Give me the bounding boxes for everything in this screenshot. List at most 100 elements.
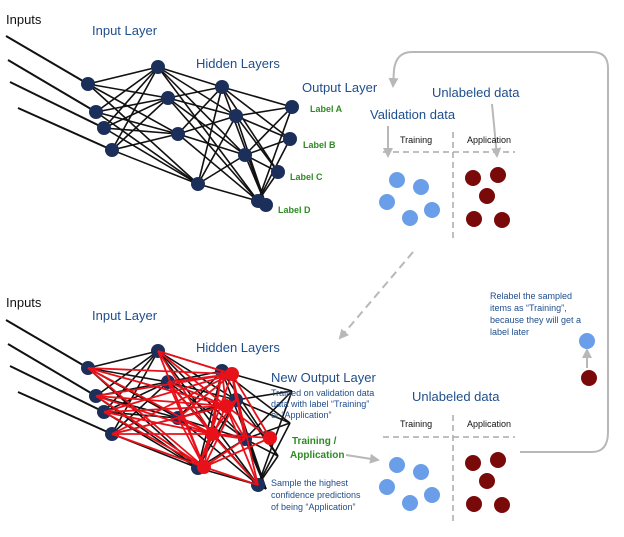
network-node	[271, 165, 285, 179]
red-output-edge	[211, 433, 271, 439]
network-edge	[244, 390, 293, 440]
network-edge	[87, 83, 169, 99]
application-point	[494, 497, 510, 513]
training-point	[413, 179, 429, 195]
red-edge	[221, 370, 233, 375]
application-point	[479, 188, 495, 204]
network-edge	[197, 183, 259, 202]
input-line	[17, 107, 113, 151]
training-point	[424, 487, 440, 503]
red-edge	[167, 381, 205, 468]
top-scatter	[379, 167, 510, 228]
top-input-layer-label: Input Layer	[92, 23, 158, 38]
network-node	[89, 105, 103, 119]
red-edges	[87, 350, 271, 486]
network-edge	[235, 106, 293, 117]
red-edge	[103, 405, 227, 413]
top-data-section	[379, 132, 515, 238]
network-edge	[197, 86, 223, 185]
network-node	[238, 148, 252, 162]
network-edge	[111, 149, 199, 185]
network-node	[151, 60, 165, 74]
network-node	[283, 132, 297, 146]
network-edge	[87, 367, 169, 383]
network-edge	[111, 97, 169, 151]
arrow-loop-back	[388, 51, 609, 453]
network-node	[259, 198, 273, 212]
training-point	[402, 210, 418, 226]
sampled-point	[581, 370, 597, 386]
network-edges	[5, 35, 293, 206]
application-point	[465, 455, 481, 471]
top-output-layer-label: Output Layer	[302, 80, 378, 95]
network-edge	[221, 86, 293, 108]
red-edge	[103, 373, 233, 413]
input-line	[7, 59, 97, 113]
bottom-unlabeled-data-label: Unlabeled data	[412, 389, 500, 404]
training-point	[379, 479, 395, 495]
network-node	[105, 143, 119, 157]
red-edge	[211, 399, 237, 435]
network-edge	[235, 115, 279, 173]
relabel-note-line1: Relabel the sampled	[490, 291, 572, 301]
network-node	[191, 177, 205, 191]
input-line	[5, 319, 89, 369]
network-edge	[111, 66, 159, 151]
bottom-col-training: Training	[400, 419, 432, 429]
network-node	[285, 100, 299, 114]
network-node	[171, 127, 185, 141]
network-edge	[167, 97, 237, 117]
network-edge	[167, 97, 246, 156]
bottom-col-application: Application	[467, 419, 511, 429]
network-edge	[103, 66, 159, 129]
network-edge	[87, 350, 159, 369]
network-edge	[177, 86, 223, 135]
relabeled-point	[579, 333, 595, 349]
network-edge	[177, 115, 237, 135]
training-point	[413, 464, 429, 480]
relabel-note-line3: because they will get a	[490, 315, 581, 325]
label-b: Label B	[303, 140, 336, 150]
network-node	[215, 80, 229, 94]
red-edge	[87, 367, 233, 375]
network-edge	[87, 83, 179, 135]
network-edge	[244, 138, 291, 156]
network-edge	[111, 381, 169, 435]
network-edge	[221, 86, 279, 173]
red-edge	[103, 411, 205, 468]
training-point	[402, 495, 418, 511]
input-line	[7, 343, 97, 397]
red-edge	[203, 466, 259, 486]
bottom-data-section	[379, 415, 515, 525]
network-edge	[257, 422, 291, 486]
arrow-unlabeled-to-application	[491, 103, 502, 158]
network-edge	[95, 111, 179, 135]
training-point	[389, 172, 405, 188]
network-edge	[167, 97, 259, 202]
bottom-input-layer-label: Input Layer	[92, 308, 158, 323]
network-node	[229, 109, 243, 123]
application-point	[465, 170, 481, 186]
network-edge	[103, 97, 169, 129]
application-point	[494, 212, 510, 228]
top-hidden-layers-label: Hidden Layers	[196, 56, 280, 71]
top-unlabeled-data-label: Unlabeled data	[432, 85, 520, 100]
network-edge	[197, 115, 237, 185]
bottom-hidden-layers-label: Hidden Layers	[196, 340, 280, 355]
arrow-to-unlabeled	[345, 453, 380, 464]
validation-data-label: Validation data	[370, 107, 456, 122]
top-col-application: Application	[467, 135, 511, 145]
sample-note-line2: confidence predictions	[271, 490, 361, 500]
red-output-edge	[225, 405, 271, 439]
red-edge	[111, 373, 233, 435]
trained-note-line1: Trained on validation data	[271, 388, 374, 398]
network-edge	[103, 411, 179, 419]
input-line	[9, 81, 105, 129]
network-node	[97, 121, 111, 135]
network-edge	[87, 83, 199, 185]
network-edge	[167, 86, 223, 99]
red-edge	[95, 395, 227, 407]
red-output-edge	[231, 373, 271, 439]
red-edge	[211, 433, 259, 486]
